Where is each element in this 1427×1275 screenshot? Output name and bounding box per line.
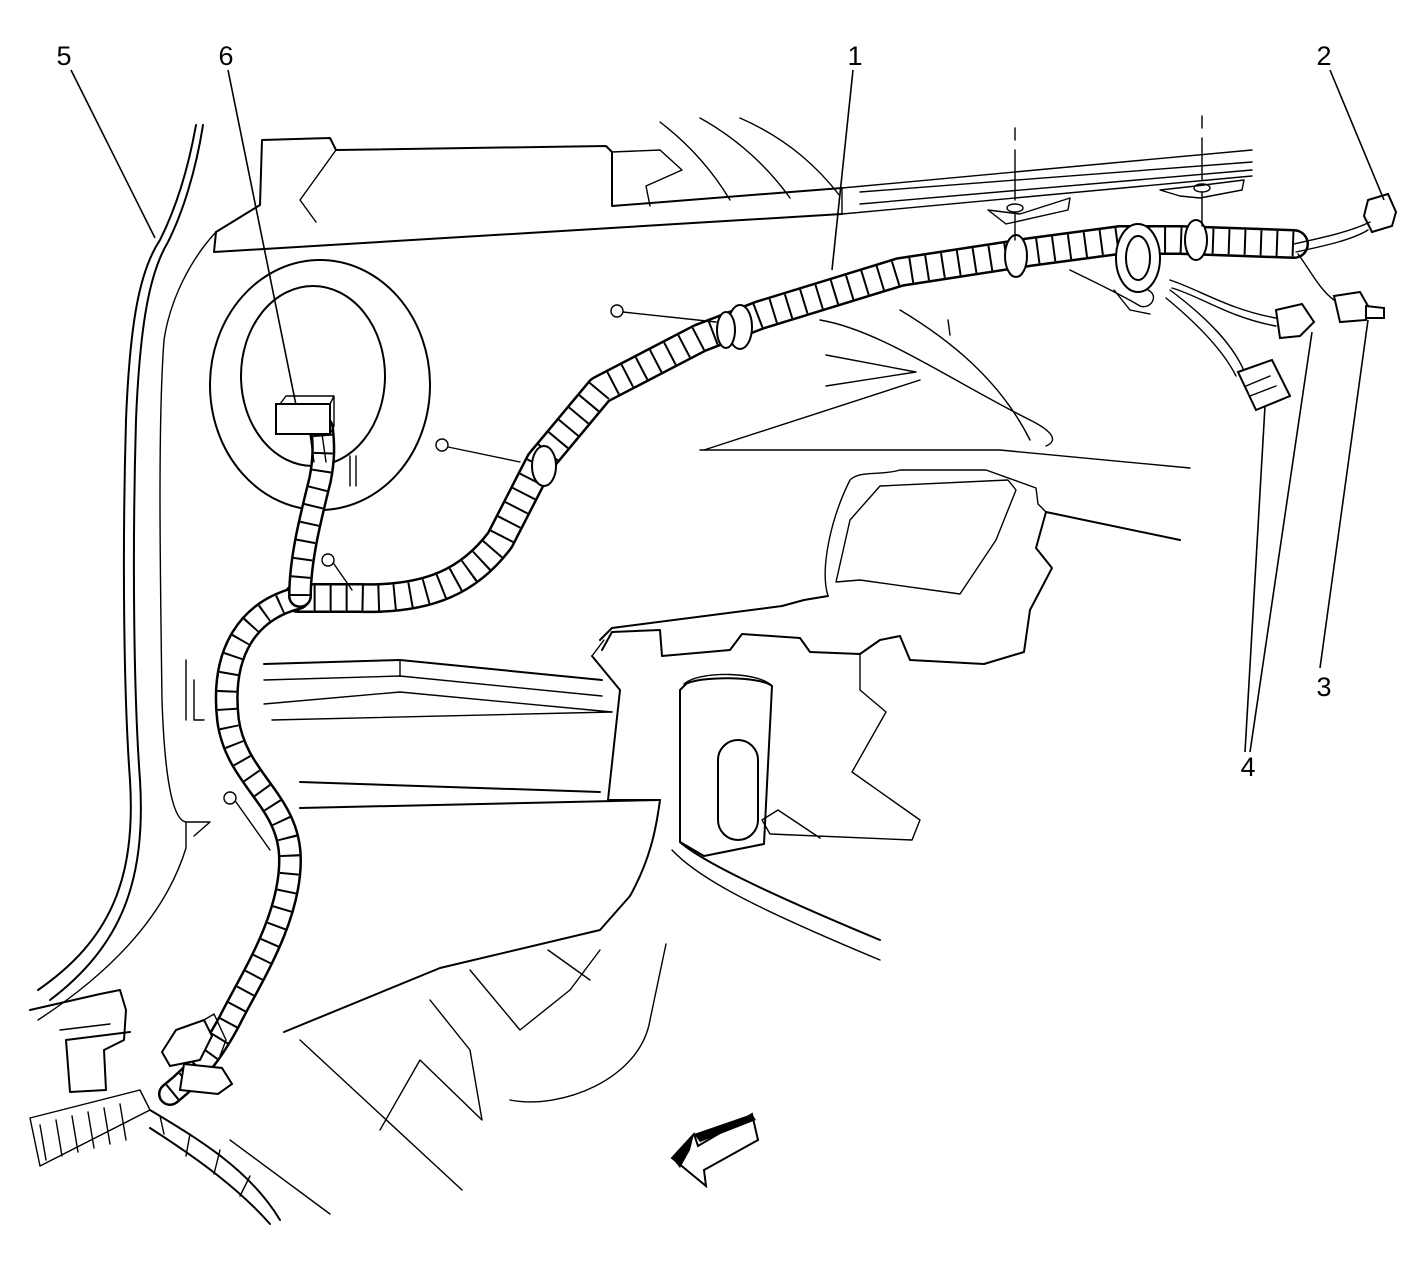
callout-1: 1 <box>847 41 862 71</box>
callout-labels: 5 6 1 2 3 4 <box>56 41 1331 782</box>
callout-6: 6 <box>218 41 233 71</box>
direction-arrow-icon <box>670 1112 760 1189</box>
connector-3 <box>1332 290 1370 324</box>
connectors <box>160 192 1398 1096</box>
callout-2: 2 <box>1316 41 1331 71</box>
connector-2 <box>1362 192 1398 234</box>
connector-4b <box>1236 358 1292 412</box>
speaker-connector <box>275 403 331 435</box>
callout-3: 3 <box>1316 672 1331 702</box>
body-panel-structure <box>29 117 1253 1215</box>
callout-lines <box>70 69 1385 753</box>
fastener-pin <box>223 115 1211 851</box>
wiring-harness <box>29 219 1309 1225</box>
connector-4a <box>1274 302 1316 340</box>
clip-connector-b <box>178 1062 234 1096</box>
callout-5: 5 <box>56 41 71 71</box>
callout-4: 4 <box>1240 752 1255 782</box>
